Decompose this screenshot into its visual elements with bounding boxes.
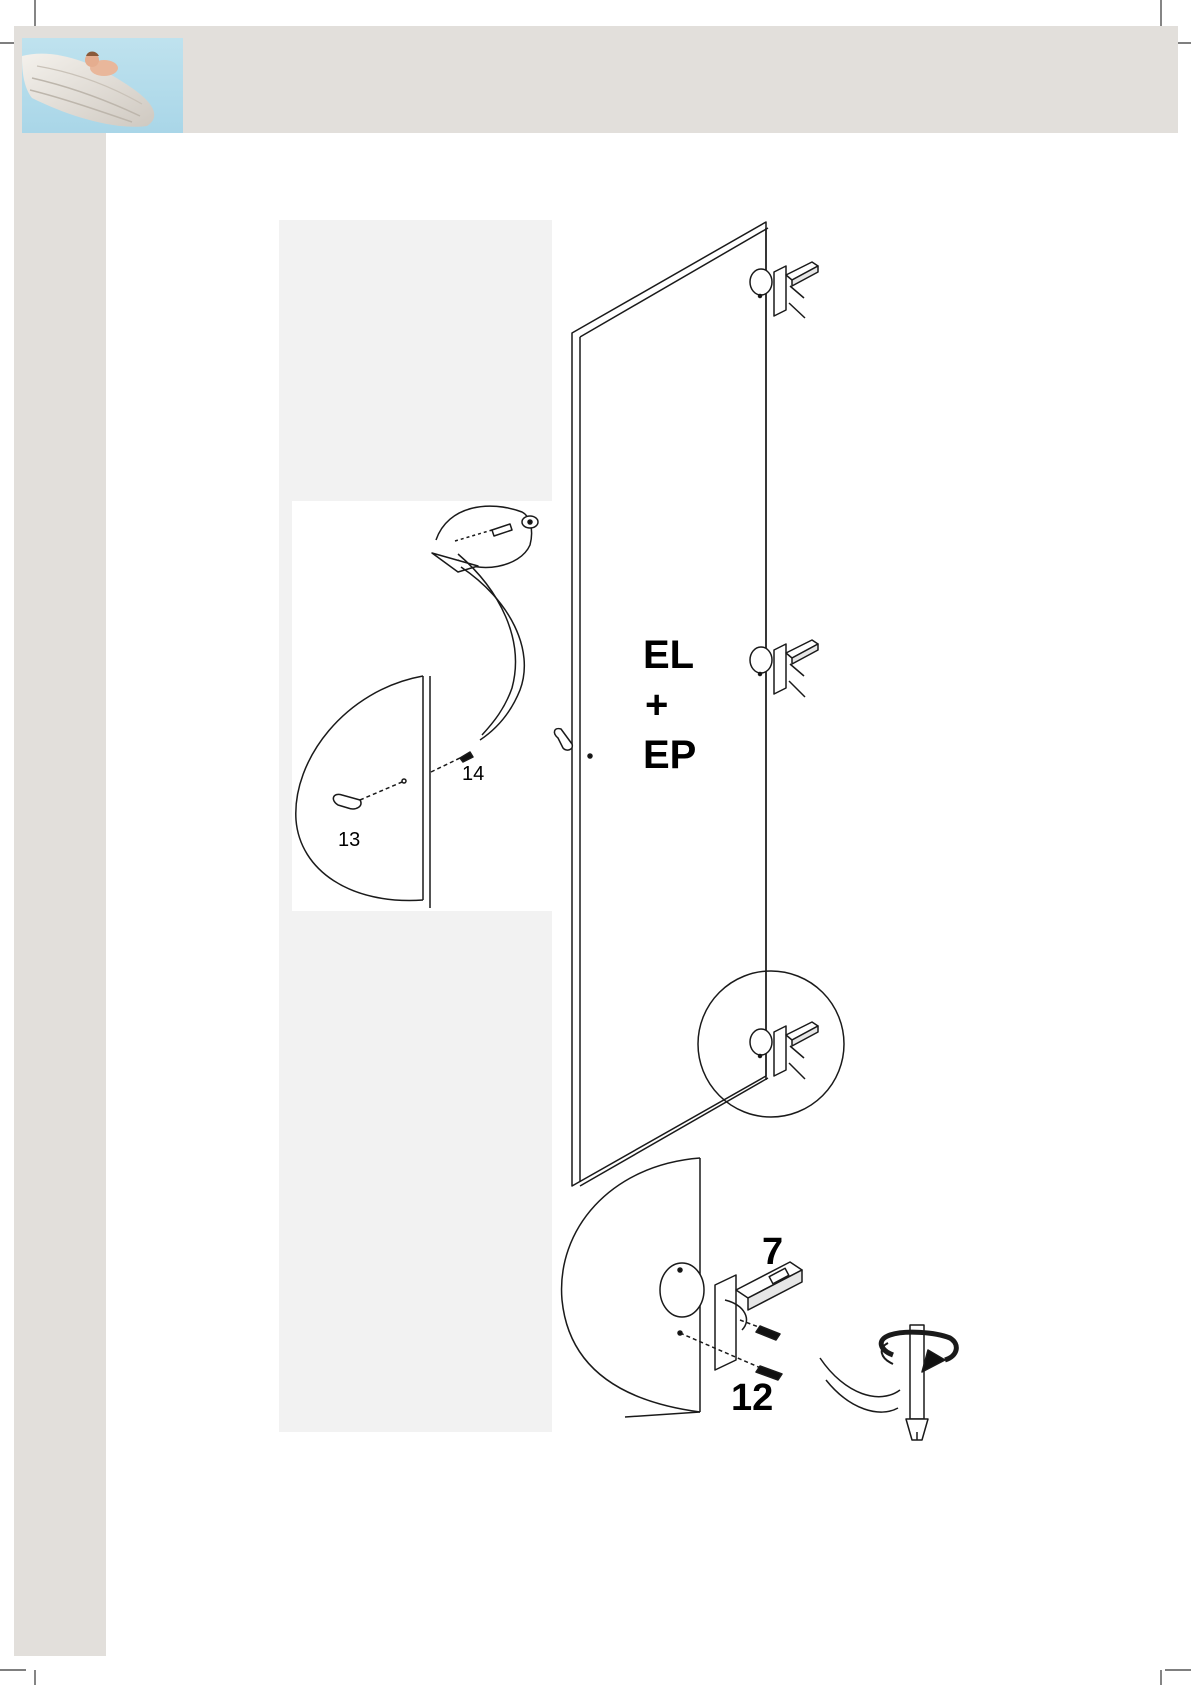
knob-detail <box>296 506 538 908</box>
part-number-12: 12 <box>731 1377 773 1419</box>
model-label-line3: EP <box>643 733 696 777</box>
door-panel <box>572 222 768 1186</box>
model-label-line2: + <box>645 683 668 727</box>
part-number-13: 13 <box>338 829 360 851</box>
screwdriver-icon <box>820 1325 928 1440</box>
part-number-14: 14 <box>462 763 484 785</box>
part-number-7: 7 <box>762 1231 783 1273</box>
model-label-line1: EL <box>643 633 694 677</box>
